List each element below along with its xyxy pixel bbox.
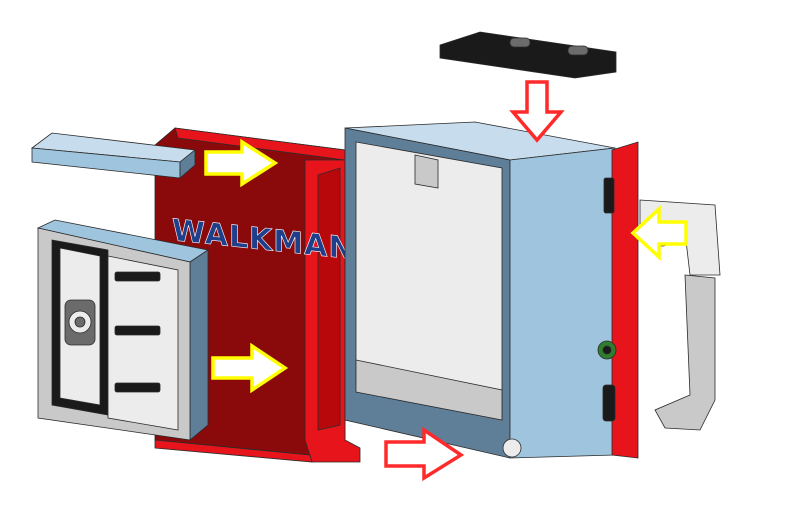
black-clip-part (439, 31, 617, 79)
black-clip-hole-1 (509, 37, 531, 48)
housing-red-end-plate (611, 141, 639, 459)
block-arrow-outline-icon (384, 426, 465, 482)
side-switch (603, 177, 615, 214)
switch-panel (107, 255, 179, 431)
blue-lid-side (179, 149, 196, 179)
red-shell-bottom-edge (154, 439, 313, 463)
assembly-arrows (204, 80, 688, 482)
block-arrow-outline-icon (211, 342, 289, 394)
slide-switch-1 (114, 271, 161, 282)
red-shell-inner-channel (317, 167, 341, 431)
lens-center (74, 316, 86, 328)
housing-side-face (509, 147, 616, 459)
slide-switch-2 (114, 325, 161, 336)
housing-cavity-floor (355, 359, 503, 421)
black-clip-body (439, 31, 617, 79)
headphone-jack-hole (602, 345, 612, 355)
hinge-pin (502, 438, 522, 458)
volume-dial (602, 384, 616, 422)
block-arrow-outline-icon (630, 205, 688, 261)
slide-switch-3 (114, 382, 161, 393)
block-arrow-outline-icon (509, 80, 565, 143)
block-arrow-outline-icon (204, 138, 279, 188)
housing-clip-slot (414, 154, 439, 189)
main-housing-part (344, 121, 639, 459)
blue-lid-part (30, 132, 196, 179)
black-clip-hole-2 (567, 45, 589, 56)
control-panel-side-edge (189, 249, 209, 441)
handle-arm (654, 274, 716, 431)
control-panel-part (36, 219, 210, 441)
